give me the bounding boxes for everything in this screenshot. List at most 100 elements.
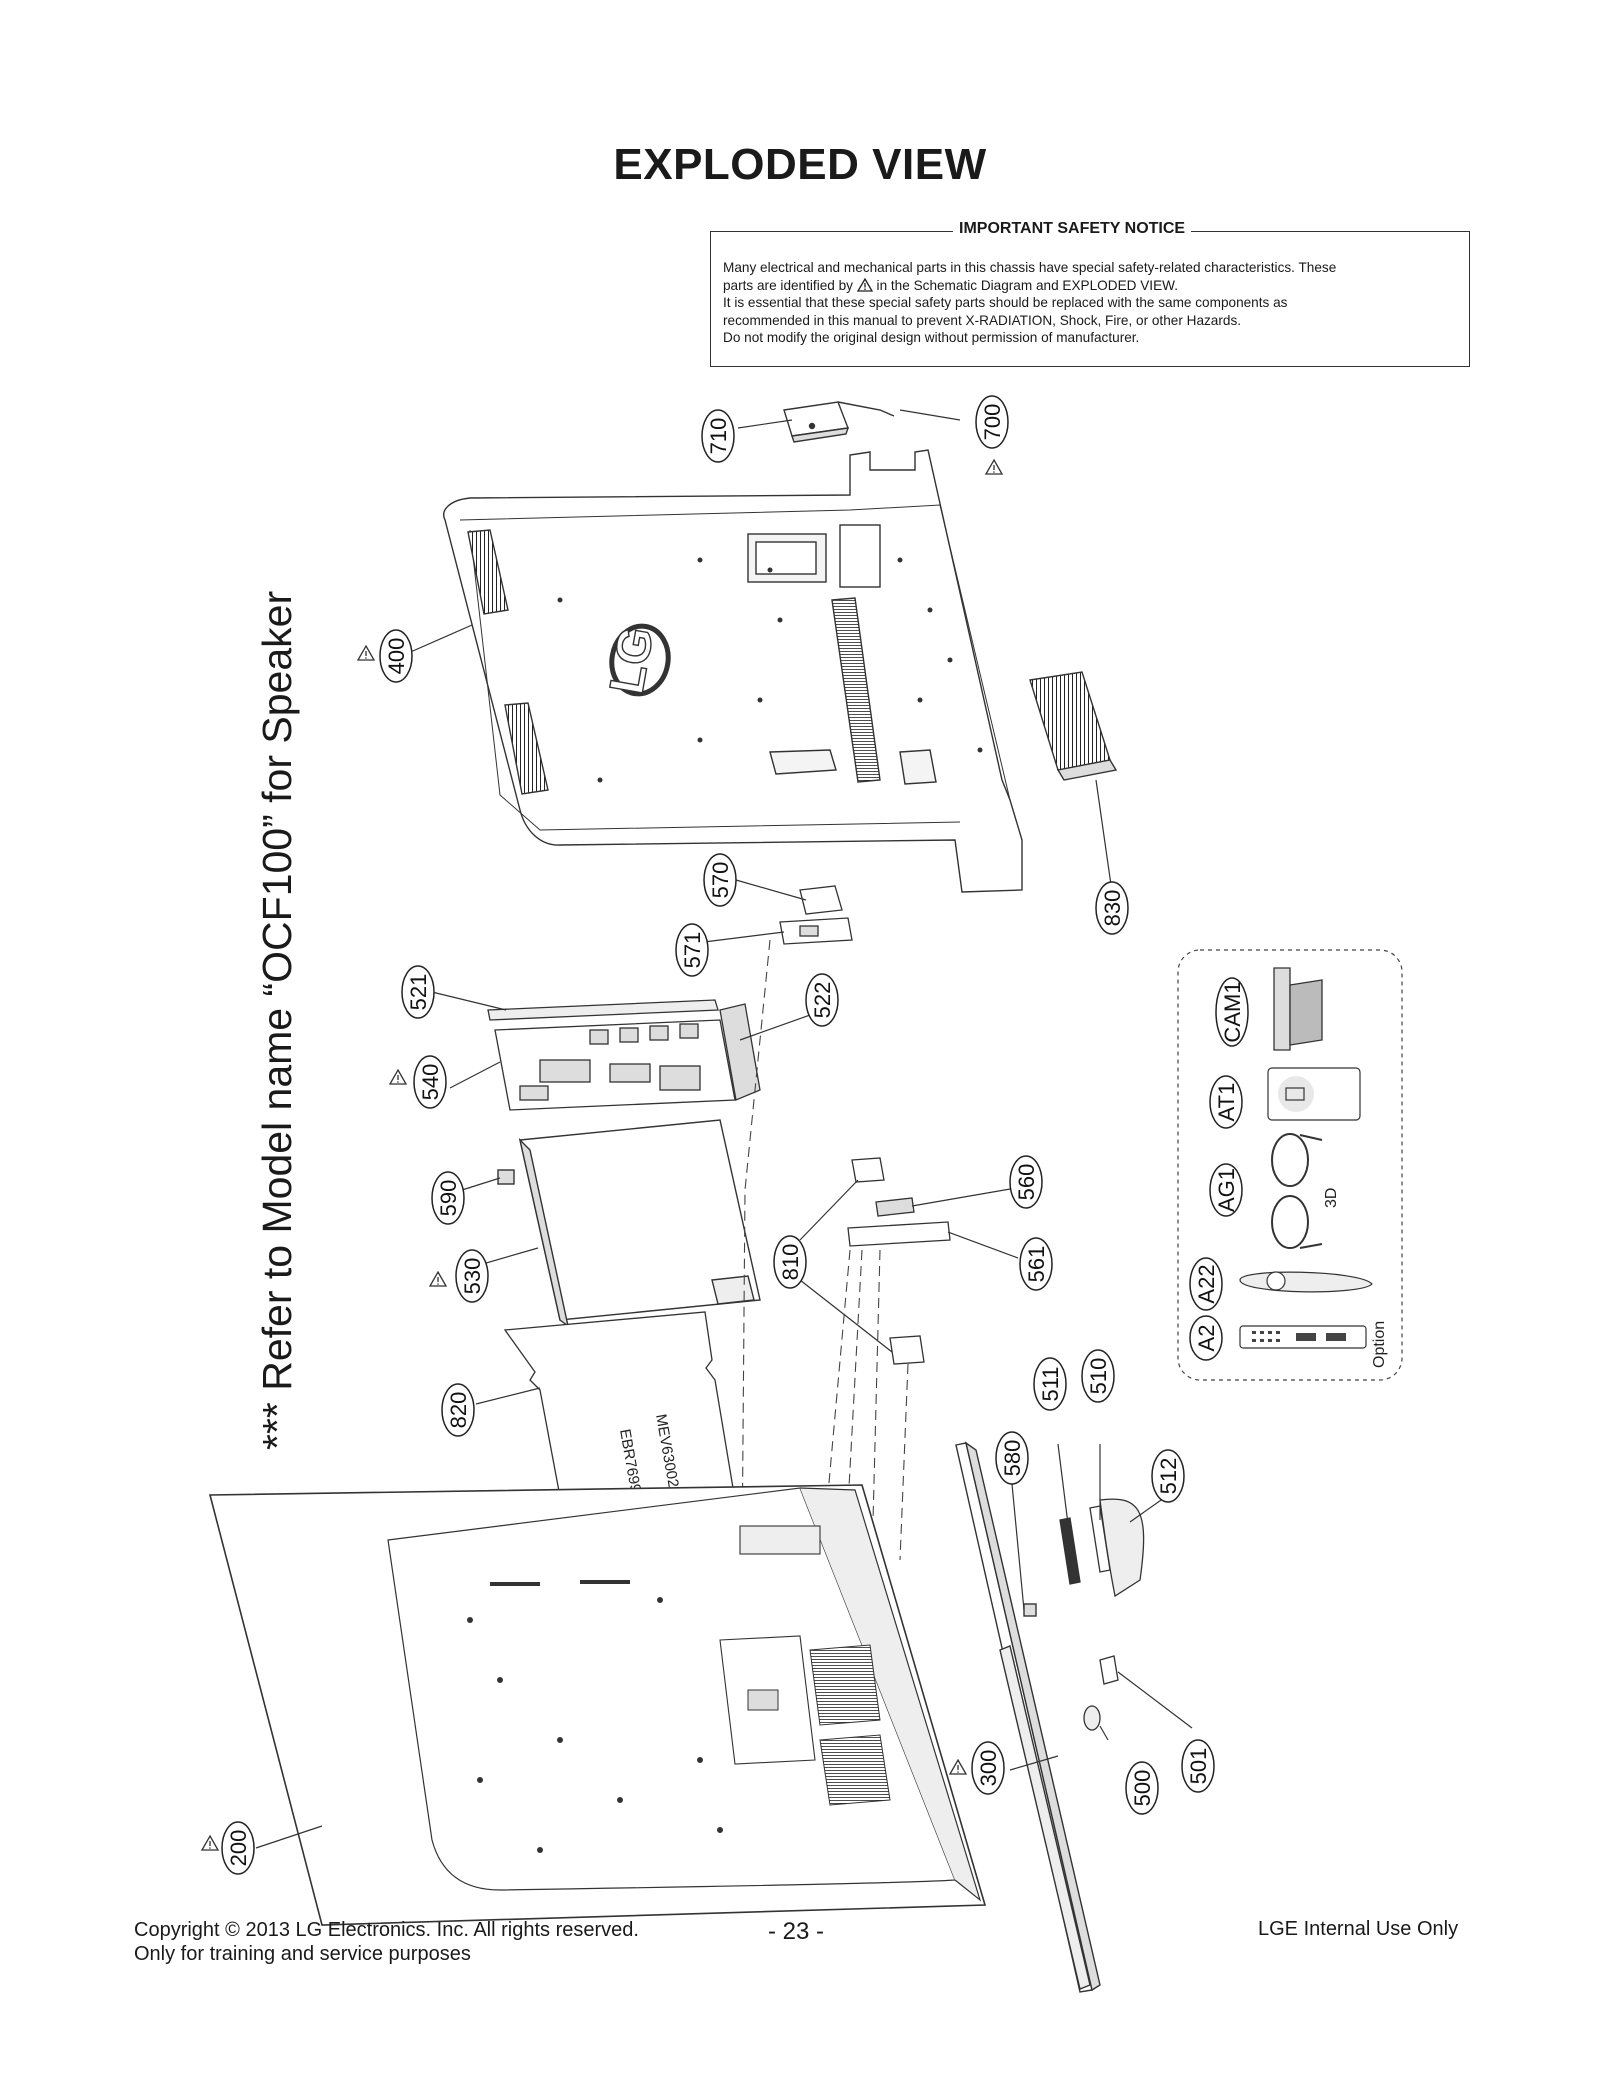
part-580-side-bar <box>955 1441 1101 1993</box>
safety-notice-box: IMPORTANT SAFETY NOTICE Many electrical … <box>710 220 1470 367</box>
notice-line-2-end: in the Schematic Diagram and EXPLODED VI… <box>876 277 1178 293</box>
warning-triangle-icon <box>985 459 1003 475</box>
camera-accessory <box>1273 967 1323 1051</box>
svg-text:710: 710 <box>706 418 731 455</box>
callout-501: 501 <box>1181 1739 1215 1793</box>
callout-cam1: CAM1 <box>1215 977 1249 1047</box>
callout-590: 590 <box>431 1171 465 1225</box>
svg-text:530: 530 <box>460 1258 485 1295</box>
callout-a2: A2 <box>1189 1315 1223 1361</box>
warning-triangle-icon <box>201 1835 219 1851</box>
callout-a22: A22 <box>1189 1257 1223 1311</box>
option-label: Option <box>1371 1321 1388 1368</box>
svg-text:700: 700 <box>980 404 1005 441</box>
svg-text:CAM1: CAM1 <box>1220 981 1245 1042</box>
svg-text:501: 501 <box>1186 1748 1211 1785</box>
svg-text:580: 580 <box>1000 1440 1025 1477</box>
callout-510: 510 <box>1081 1349 1115 1403</box>
svg-text:810: 810 <box>778 1244 803 1281</box>
callout-830: 830 <box>1095 881 1129 935</box>
touch-pen-accessory <box>1267 1067 1361 1121</box>
notice-line-4: recommended in this manual to prevent X-… <box>723 312 1242 328</box>
svg-text:570: 570 <box>708 862 733 899</box>
training-text: Only for training and service purposes <box>134 1943 471 1965</box>
part-500-501-fixtures <box>1083 1655 1119 1731</box>
page-title: EXPLODED VIEW <box>613 140 987 189</box>
part-810-560-561-brackets <box>847 1157 951 1365</box>
svg-text:561: 561 <box>1024 1246 1049 1283</box>
leader-lines <box>255 409 1193 1849</box>
callout-500: 500 <box>1125 1761 1159 1815</box>
callout-521: 521 <box>401 965 435 1019</box>
accessory-options-box: 3D Option <box>1177 949 1403 1381</box>
warning-triangle-icon <box>949 1759 967 1775</box>
callout-200: 200 <box>221 1821 255 1875</box>
standard-remote-accessory <box>1239 1325 1367 1349</box>
part-300-bottom-frame <box>999 1645 1091 1990</box>
callout-700: 700 <box>975 395 1009 449</box>
svg-text:400: 400 <box>384 638 409 675</box>
callout-560: 560 <box>1009 1155 1043 1209</box>
callout-540: 540 <box>413 1055 447 1109</box>
callout-at1: AT1 <box>1209 1075 1243 1129</box>
svg-text:200: 200 <box>226 1830 251 1867</box>
callout-400: 400 <box>379 629 413 683</box>
notice-line-3: It is essential that these special safet… <box>723 295 1288 310</box>
notice-line-2: parts are identified by in the Schematic… <box>723 277 1457 295</box>
svg-text:571: 571 <box>680 932 705 969</box>
3d-label: 3D <box>1323 1188 1340 1208</box>
svg-text:590: 590 <box>436 1180 461 1217</box>
callout-522: 522 <box>805 973 839 1027</box>
warning-triangle-icon <box>856 277 873 292</box>
svg-text:512: 512 <box>1156 1458 1181 1495</box>
svg-text:830: 830 <box>1100 890 1125 927</box>
callout-512: 512 <box>1151 1449 1185 1503</box>
page-number: - 23 - <box>768 1918 825 1945</box>
safety-notice-title: IMPORTANT SAFETY NOTICE <box>953 220 1192 238</box>
svg-text:300: 300 <box>976 1750 1001 1787</box>
svg-text:511: 511 <box>1038 1366 1063 1401</box>
copyright-text: Copyright © 2013 LG Electronics. Inc. Al… <box>134 1919 639 1941</box>
warning-triangle-icon <box>357 645 375 661</box>
magic-remote-accessory <box>1239 1271 1373 1293</box>
svg-text:A2: A2 <box>1194 1325 1219 1352</box>
notice-line-5: Do not modify the original design withou… <box>723 330 1140 345</box>
part-callouts: 710 700 400 830 570 571 521 522 540 590 … <box>221 395 1249 1875</box>
svg-text:AT1: AT1 <box>1214 1083 1239 1122</box>
notice-line-1: Many electrical and mechanical parts in … <box>723 260 1337 275</box>
svg-text:AG1: AG1 <box>1214 1168 1239 1212</box>
svg-text:A22: A22 <box>1194 1264 1219 1303</box>
callout-570: 570 <box>703 853 737 907</box>
callout-580: 580 <box>995 1431 1029 1485</box>
warning-triangle-icon <box>429 1271 447 1287</box>
callout-571: 571 <box>675 923 709 977</box>
callout-810: 810 <box>773 1235 807 1289</box>
callout-ag1: AG1 <box>1209 1163 1243 1217</box>
svg-text:560: 560 <box>1014 1164 1039 1201</box>
3d-glasses-accessory <box>1271 1133 1323 1249</box>
callout-511: 511 <box>1033 1357 1067 1411</box>
part-540-main-board <box>487 999 761 1111</box>
part-530-power-supply <box>497 1119 761 1328</box>
callout-710: 710 <box>701 409 735 463</box>
part-570-571-boards <box>779 885 853 945</box>
svg-text:820: 820 <box>446 1392 471 1429</box>
warning-triangle-icon <box>389 1069 407 1085</box>
part-400-back-cover: LG <box>443 449 1023 893</box>
part-710-700-bracket <box>783 401 895 443</box>
part-830-speaker <box>1029 671 1118 781</box>
part-200-front-panel <box>208 1484 987 1926</box>
callout-820: 820 <box>441 1383 475 1437</box>
svg-text:521: 521 <box>406 974 431 1011</box>
svg-text:510: 510 <box>1086 1358 1111 1395</box>
safety-notice-body: Many electrical and mechanical parts in … <box>723 259 1457 347</box>
part-510-512-stand <box>1059 1498 1145 1598</box>
footer-copyright: Copyright © 2013 LG Electronics. Inc. Al… <box>134 1918 639 1966</box>
callout-561: 561 <box>1019 1237 1053 1291</box>
svg-text:540: 540 <box>418 1064 443 1101</box>
internal-use-label: LGE Internal Use Only <box>1258 1918 1459 1940</box>
notice-line-2-start: parts are identified by <box>723 277 853 293</box>
svg-text:500: 500 <box>1130 1770 1155 1807</box>
svg-text:522: 522 <box>810 982 835 1019</box>
